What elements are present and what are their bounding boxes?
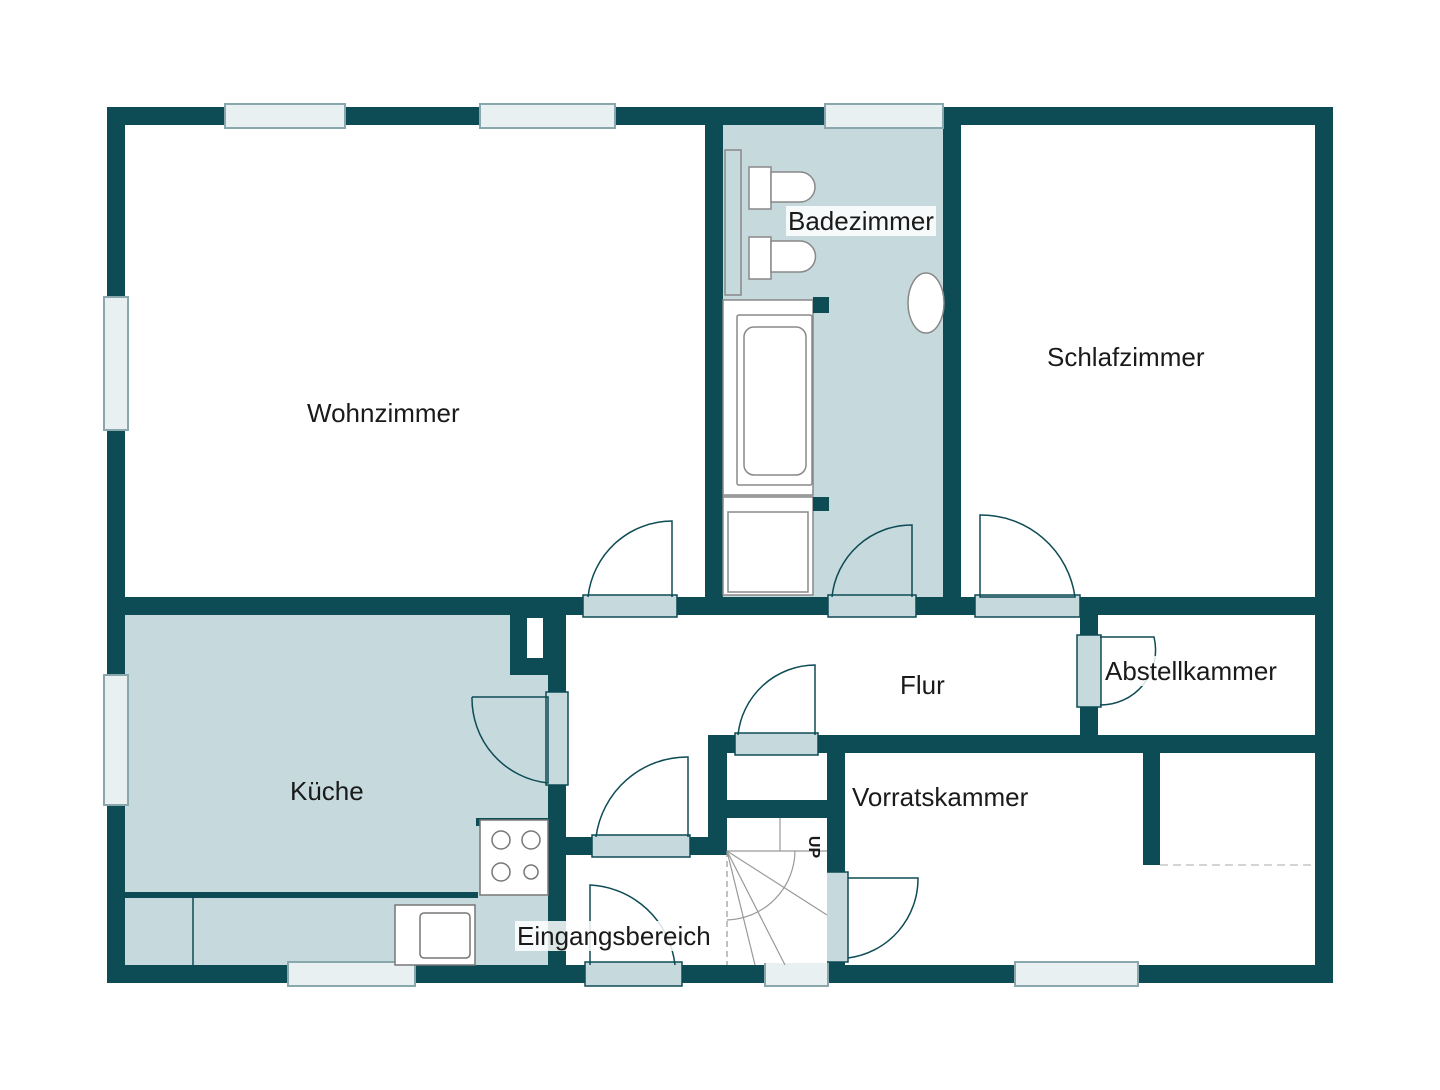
stairs-up-label: UP	[805, 835, 823, 859]
room-label-kueche: Küche	[290, 776, 364, 806]
doors[interactable]	[471, 514, 1157, 987]
room-label-schlafzimmer: Schlafzimmer	[1045, 342, 1207, 372]
windows	[103, 103, 1139, 987]
room-label-vorratskammer: Vorratskammer	[850, 782, 1031, 812]
stairs	[726, 753, 1315, 966]
kitchen-fixtures	[192, 819, 549, 966]
room-label-wohnzimmer: Wohnzimmer	[305, 398, 462, 428]
room-label-eingangsbereich: Eingangsbereich	[515, 921, 713, 951]
room-label-flur: Flur	[898, 670, 947, 700]
kitchen-floor	[125, 615, 548, 965]
bathroom-fixtures	[722, 149, 945, 596]
room-label-abstellkammer: Abstellkammer	[1103, 656, 1279, 686]
room-label-badezimmer: Badezimmer	[786, 206, 936, 236]
